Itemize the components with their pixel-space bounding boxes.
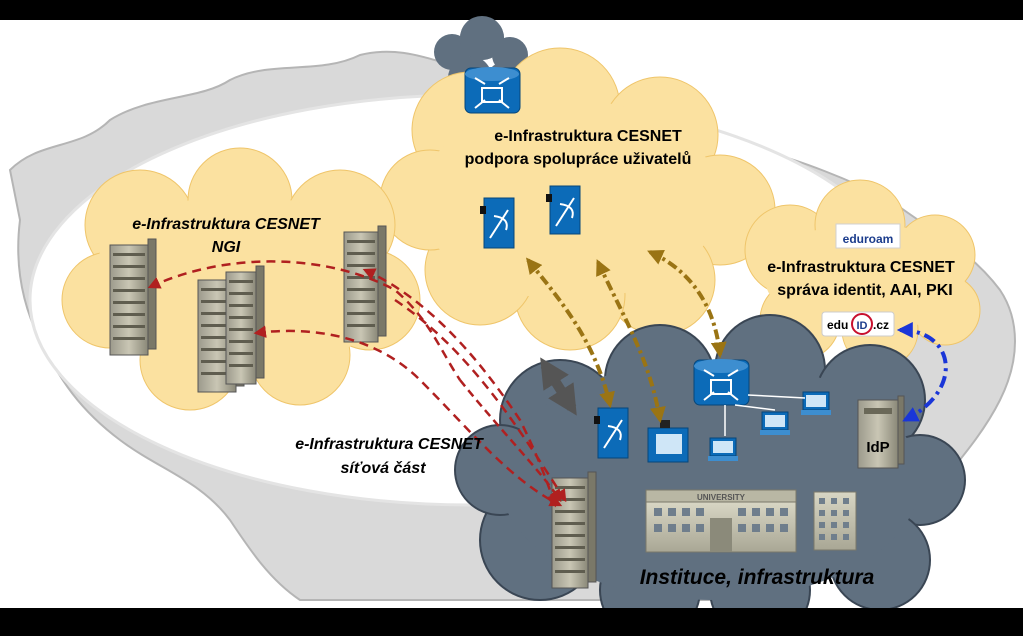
idp-label: IdP (866, 439, 889, 456)
top-gray-cloud-overlap (460, 16, 504, 60)
server-rack (109, 238, 157, 356)
identity-cloud (744, 179, 981, 369)
eduroam-logo: eduroam (835, 223, 901, 249)
university-building: UNIVERSITY (645, 489, 797, 553)
university-sign: UNIVERSITY (697, 493, 746, 502)
server-rack (343, 225, 387, 343)
identity-cloud-subtitle: správa identit, AAI, PKI (777, 282, 952, 299)
ngi-cloud-title: e-Infrastruktura CESNET (132, 216, 321, 233)
support-cloud-title: e-Infrastruktura CESNET (494, 128, 682, 145)
top-band (0, 0, 1023, 20)
office-building (813, 491, 857, 551)
server-rack (225, 265, 265, 385)
bottom-band (0, 608, 1023, 636)
identity-arrow (896, 322, 948, 422)
router-icon (693, 359, 750, 406)
switch-icon (594, 407, 629, 459)
support-cloud-subtitle: podpora spolupráce uživatelů (465, 151, 692, 168)
idp-server: IdP (857, 395, 905, 469)
switch-icon (546, 185, 581, 235)
server-rack (551, 471, 597, 589)
network-cloud-subtitle: síťová část (340, 460, 426, 477)
switch-icon (480, 197, 515, 249)
eduid-logo: edu ID .cz (821, 311, 895, 337)
workstation-icon (801, 391, 831, 415)
identity-cloud-title: e-Infrastruktura CESNET (767, 259, 955, 276)
eduid-mid: ID (857, 320, 868, 332)
workstation-icon (708, 437, 738, 461)
network-cloud-title: e-Infrastruktura CESNET (295, 436, 484, 453)
eduroam-text: eduroam (843, 232, 894, 246)
ngi-cloud-subtitle: NGI (212, 239, 241, 256)
eduid-left: edu (827, 318, 848, 332)
institution-cloud-label: Instituce, infrastruktura (640, 566, 875, 589)
workstation-icon (760, 411, 790, 435)
router-icon (464, 67, 521, 114)
network-double-arrow (540, 357, 577, 416)
eduid-right: .cz (873, 318, 889, 332)
collaboration-arrows (526, 249, 727, 424)
video-unit-icon (647, 420, 689, 463)
lan-links (724, 394, 806, 436)
